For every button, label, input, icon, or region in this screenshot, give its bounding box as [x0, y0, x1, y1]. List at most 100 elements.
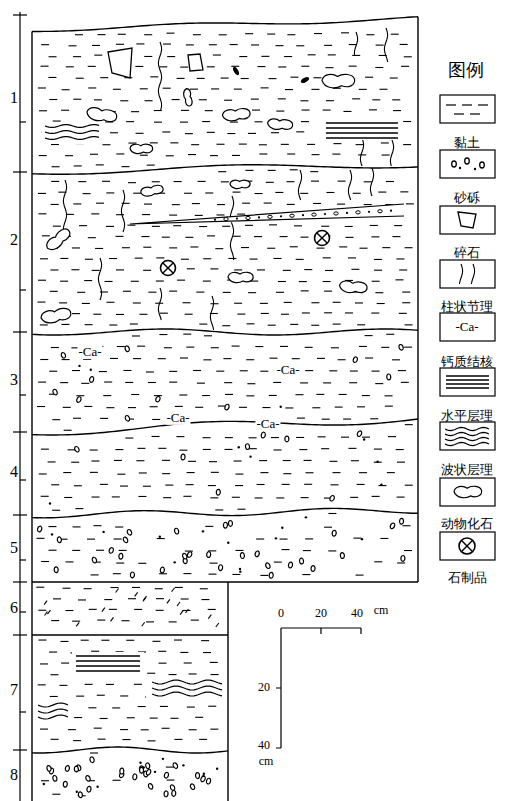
sand-dot: [154, 771, 156, 773]
layers: [32, 17, 418, 801]
sand-dot: [139, 762, 141, 764]
clay-dash: [94, 55, 102, 56]
clay-dash: [125, 437, 133, 438]
clay-dash: [49, 56, 57, 57]
clay-dash: [116, 214, 124, 215]
clay-dash: [278, 281, 286, 282]
bedding-line: [446, 375, 489, 376]
clay-dash: [348, 257, 356, 258]
stone-artifact: [161, 261, 176, 276]
clay-dash: [362, 437, 370, 438]
gravel-lens-ground: [130, 204, 404, 224]
clay-dash: [123, 291, 131, 292]
clay-dash: [405, 485, 413, 486]
clay-dash: [203, 437, 211, 438]
clay-dash: [184, 662, 192, 663]
clay-dash: [317, 248, 325, 249]
clay-dash: [165, 485, 173, 486]
clay-dash: [250, 259, 258, 260]
clay-dash: [61, 663, 69, 664]
clay-dash: [116, 269, 124, 270]
clay-dash: [188, 461, 196, 462]
sand-dot: [159, 536, 161, 538]
gravel: [285, 436, 289, 442]
clay-dash: [223, 358, 231, 359]
sand-dot: [368, 211, 370, 213]
silt-mark: [177, 602, 180, 606]
gravel: [74, 446, 80, 453]
clay-dash: [49, 371, 57, 372]
sand-dot: [346, 212, 348, 214]
clay-dash: [381, 347, 389, 348]
clay-dash: [114, 538, 122, 539]
clay-dash: [154, 110, 162, 111]
clay-dash: [75, 508, 83, 509]
clay-dash: [61, 324, 69, 325]
clay-dash: [63, 472, 71, 473]
clay-dash: [109, 324, 117, 325]
clay-dash: [179, 450, 187, 451]
clay-dash: [170, 718, 178, 719]
clay-dash: [166, 767, 174, 768]
clay-dash: [372, 281, 380, 282]
gravel: [164, 791, 169, 797]
clay-dash: [156, 257, 164, 258]
clay-dash: [247, 383, 255, 384]
clay-dash: [380, 89, 388, 90]
animal-fossil: [40, 307, 72, 325]
clay-dash: [260, 303, 268, 304]
clay-dash: [352, 55, 360, 56]
clay-dash: [133, 358, 141, 359]
gravel: [216, 489, 220, 495]
clay-dash: [104, 381, 112, 382]
clay-dash: [281, 549, 289, 550]
clay-dash: [372, 496, 380, 497]
clay-dash: [261, 87, 269, 88]
scale-unit: cm: [374, 604, 389, 617]
clay-dash: [385, 406, 393, 407]
clay-dash: [131, 111, 139, 112]
legend-label: 波状层理: [441, 463, 493, 477]
clay-dash: [246, 395, 254, 396]
clay-dash: [184, 193, 192, 194]
clay-dash: [217, 144, 225, 145]
clay-dash: [235, 485, 243, 486]
clay-dash: [302, 574, 310, 575]
animal-fossil: [183, 88, 193, 107]
gravel: [246, 216, 250, 219]
clay-dash: [102, 181, 110, 182]
clay-dash: [205, 110, 213, 111]
gravel: [288, 562, 293, 569]
clay-dash: [211, 472, 219, 473]
clay-dash: [211, 88, 219, 89]
clay-dash: [77, 292, 85, 293]
clay-dash: [191, 144, 199, 145]
clay-dash: [406, 203, 414, 204]
clay-dash: [82, 303, 90, 304]
clay-dash: [329, 461, 337, 462]
clay-dash: [256, 538, 264, 539]
clay-dash: [51, 144, 59, 145]
sand-dot: [216, 768, 218, 770]
clay-dash: [64, 497, 72, 498]
clay-dash: [183, 573, 191, 574]
clay-dash: [290, 169, 298, 170]
silt-mark: [76, 622, 79, 626]
clay-dash: [353, 538, 361, 539]
clay-dash: [173, 225, 181, 226]
clay-dash: [106, 684, 114, 685]
clay-dash: [166, 780, 174, 781]
clay-dash: [300, 382, 308, 383]
sand-dot: [305, 516, 307, 518]
clay-dash: [245, 225, 253, 226]
clay-dash: [52, 510, 60, 511]
gravel: [206, 778, 212, 785]
clay-dash: [180, 67, 188, 68]
gravel: [190, 783, 196, 790]
clay-dash: [287, 34, 295, 35]
clay-dash: [299, 281, 307, 282]
clay-dash: [94, 99, 102, 100]
legend-label: 动物化石: [441, 517, 493, 531]
clay-dash: [38, 213, 46, 214]
